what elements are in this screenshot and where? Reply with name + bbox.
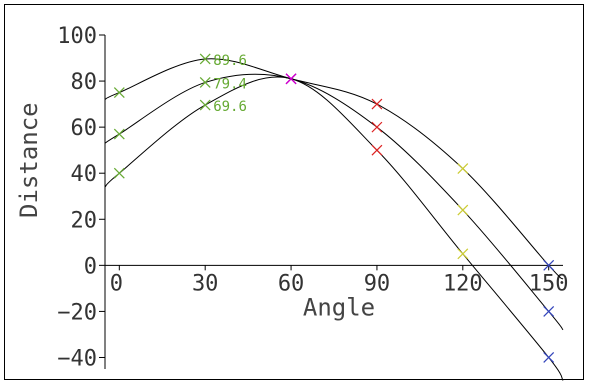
data-point-marker [199,53,211,65]
marker-stroke [199,77,211,88]
annotation-group: 89.6 79.4 69.6 [213,53,247,115]
data-point-marker [113,128,125,140]
series-line-1 [104,58,564,280]
data-point-marker [543,352,555,363]
x-axis-title: Angle [303,293,375,321]
marker-stroke [543,352,555,363]
x-tick-label: 0 [110,271,123,296]
tick-group: −40 −20 0 20 40 60 80 100 0 30 60 90 120 150 [57,24,568,371]
marker-stroke [199,99,211,111]
marker-stroke [371,121,383,133]
marker-stroke [113,87,125,99]
marker-group [113,53,555,363]
marker-stroke [371,98,383,110]
marker-stroke [543,259,555,271]
data-point-marker [457,204,469,216]
data-point-marker [457,163,469,175]
data-point-marker [457,248,469,260]
x-tick-label: 90 [364,271,391,296]
marker-stroke [199,53,211,65]
y-tick-label: −40 [57,346,97,371]
data-point-marker [113,167,125,179]
x-tick-label: 120 [443,271,483,296]
data-label: 69.6 [213,99,247,115]
x-tick-label: 30 [192,271,219,296]
data-label: 89.6 [213,53,247,69]
chart-frame: −40 −20 0 20 40 60 80 100 0 30 60 90 120 150 89.6 79.4… [4,4,584,381]
x-tick-label: 60 [278,271,305,296]
data-point-marker [371,144,383,156]
data-label: 79.4 [213,76,247,92]
y-tick-label: 100 [57,24,97,49]
y-tick-label: 40 [71,162,98,187]
marker-stroke [371,144,383,156]
curve-group [104,58,564,381]
y-axis-title: Distance [15,102,43,218]
marker-stroke [457,204,469,216]
marker-stroke [457,163,469,175]
data-point-marker [371,98,383,110]
x-tick-label: 150 [529,271,569,296]
marker-stroke [113,128,125,140]
data-point-marker [199,77,211,88]
y-tick-label: 60 [71,116,98,141]
marker-stroke [457,248,469,260]
data-point-marker [371,121,383,133]
series-line-3 [104,76,564,381]
marker-stroke [543,305,555,317]
data-point-marker [113,87,125,99]
series-line-2 [104,73,564,331]
marker-stroke [113,167,125,179]
chart-canvas: −40 −20 0 20 40 60 80 100 0 30 60 90 120 150 89.6 79.4… [15,24,569,381]
y-tick-label: −20 [57,300,97,325]
marker-stroke [285,73,297,85]
y-tick-label: 80 [71,70,98,95]
data-point-marker [543,305,555,317]
y-tick-label: 20 [71,208,98,233]
y-tick-label: 0 [84,254,97,279]
data-point-marker [543,259,555,271]
data-point-marker [199,99,211,111]
data-point-marker [285,73,297,85]
axes [104,35,563,369]
